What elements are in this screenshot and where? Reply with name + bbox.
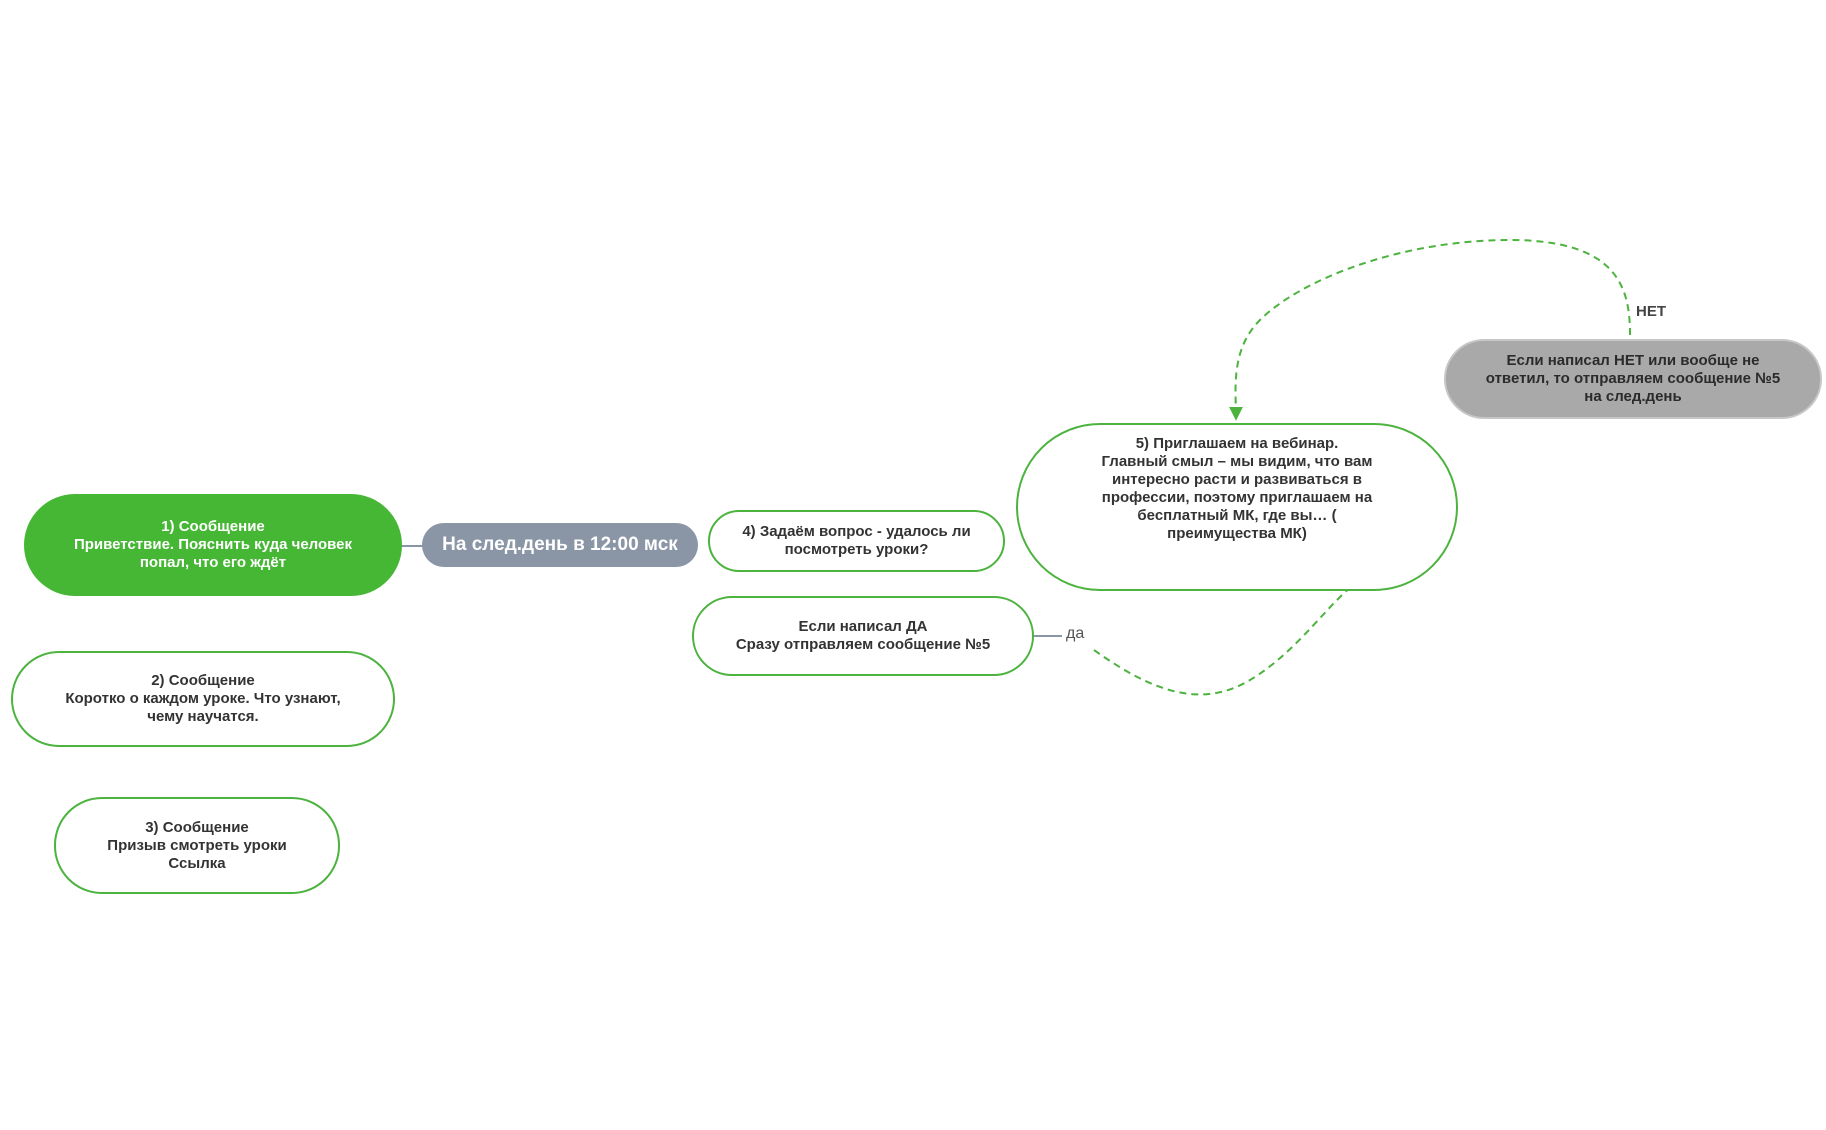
node-msg5[interactable]: 5) Приглашаем на вебинар. Главный смыл –… [1016,423,1458,591]
dashed-arrow-yes-to-msg5 [1093,571,1378,696]
node-msg5-text: 5) Приглашаем на вебинар. Главный смыл –… [1101,435,1373,542]
central-node-text: На след.день в 12:00 мск [442,534,678,555]
dashed-arrow-no-to-msg5 [1228,238,1631,421]
node-msg1[interactable]: 1) Сообщение Приветствие. Пояснить куда … [24,494,402,596]
node-yes-branch[interactable]: Если написал ДА Сразу отправляем сообщен… [692,596,1034,676]
node-msg3[interactable]: 3) Сообщение Призыв смотреть уроки Ссылк… [54,797,340,894]
node-msg1-text: 1) Сообщение Приветствие. Пояснить куда … [73,518,353,571]
central-node[interactable]: На след.день в 12:00 мск [422,523,698,567]
node-no-branch[interactable]: Если написал НЕТ или вообще не ответил, … [1444,339,1822,419]
node-msg4-text: 4) Задаём вопрос - удалось ли посмотреть… [742,523,971,558]
node-msg4[interactable]: 4) Задаём вопрос - удалось ли посмотреть… [708,510,1005,572]
node-yes-branch-text: Если написал ДА Сразу отправляем сообщен… [735,618,991,653]
node-msg2-text: 2) Сообщение Коротко о каждом уроке. Что… [65,672,341,725]
edge-label-no: НЕТ [1636,303,1666,320]
node-msg3-text: 3) Сообщение Призыв смотреть уроки Ссылк… [107,818,287,872]
node-no-branch-text: Если написал НЕТ или вообще не ответил, … [1485,352,1781,405]
edge-label-yes: да [1066,625,1085,642]
node-msg2[interactable]: 2) Сообщение Коротко о каждом уроке. Что… [11,651,395,747]
